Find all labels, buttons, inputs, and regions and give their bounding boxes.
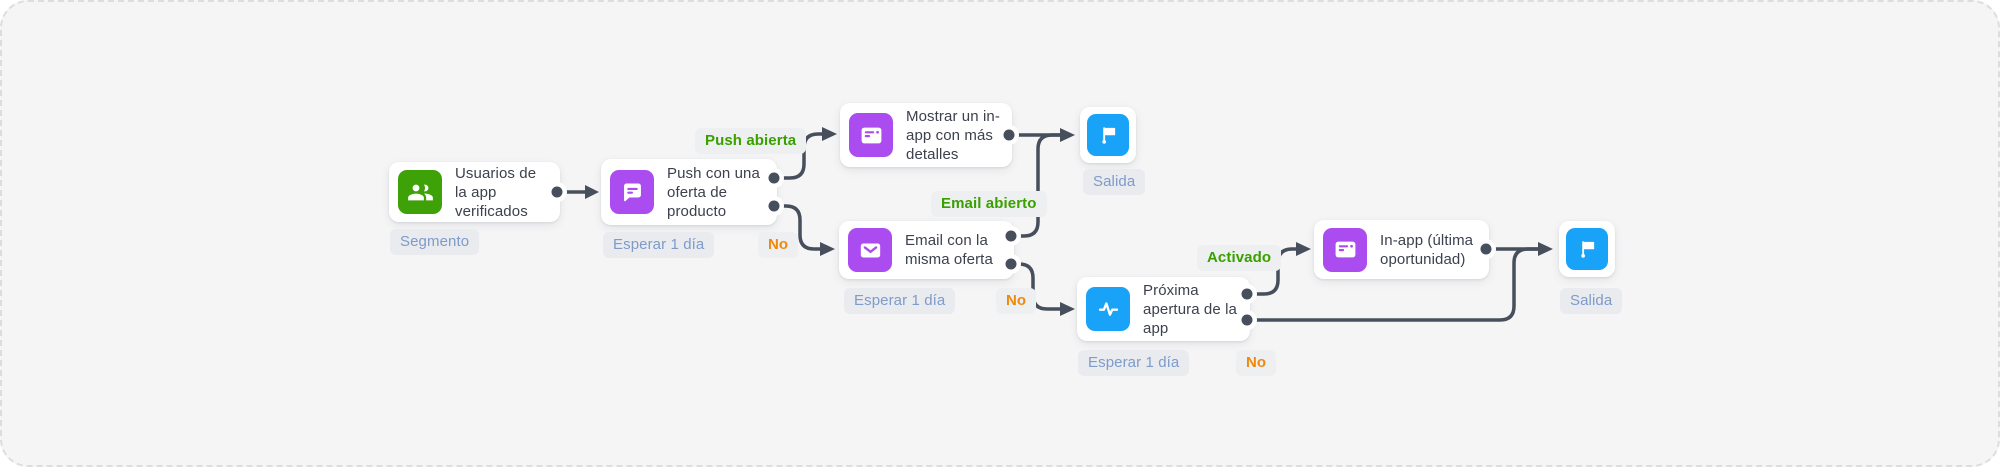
tag-push-wait: Esperar 1 día: [603, 232, 715, 258]
node-app-open[interactable]: Próxima apertura de la app: [1077, 277, 1250, 341]
node-exit-bottom[interactable]: [1559, 221, 1615, 277]
node-push[interactable]: Push con una oferta de producto: [601, 159, 777, 225]
arrowhead: [1538, 242, 1553, 256]
arrowhead: [1060, 128, 1075, 142]
chat-bubble-icon: [610, 170, 654, 214]
label-email-no: No: [996, 288, 1037, 314]
node-title: Mostrar un in-app con más detalles: [906, 107, 1000, 163]
node-title: Push con una oferta de producto: [667, 164, 760, 220]
flag-icon: [1087, 114, 1129, 156]
edge-email-yes-to-exit-top: [1009, 133, 1062, 238]
envelope-icon: [848, 228, 892, 272]
label-email-opened: Email abierto: [931, 191, 1047, 217]
tag-exit-bottom: Salida: [1560, 288, 1623, 314]
node-inapp-details[interactable]: Mostrar un in-app con más detalles: [840, 103, 1012, 167]
users-icon: [398, 170, 442, 214]
arrowhead: [585, 185, 599, 199]
arrowhead: [822, 127, 837, 141]
node-title: In-app (última oportunidad): [1380, 231, 1474, 268]
node-title: Email con la misma oferta: [905, 232, 993, 268]
label-push-no: No: [758, 232, 799, 258]
node-inapp-last[interactable]: In-app (última oportunidad): [1314, 220, 1489, 279]
in-app-card-icon: [849, 113, 893, 157]
tag-email-wait: Esperar 1 día: [844, 288, 956, 314]
tag-segment: Segmento: [390, 229, 480, 255]
node-email[interactable]: Email con la misma oferta: [839, 221, 1014, 279]
label-activated: Activado: [1197, 245, 1282, 271]
activity-pulse-icon: [1086, 287, 1130, 331]
label-push-opened: Push abierta: [695, 128, 807, 154]
in-app-card-icon: [1323, 227, 1367, 272]
arrowhead: [820, 242, 835, 256]
flag-icon: [1566, 228, 1608, 270]
tag-appopen-wait: Esperar 1 día: [1078, 350, 1190, 376]
arrowhead: [1060, 302, 1075, 316]
arrowhead: [1296, 242, 1311, 256]
node-title: Próxima apertura de la app: [1143, 281, 1237, 337]
node-exit-top[interactable]: [1080, 107, 1136, 163]
node-title: Usuarios de la app verificados: [455, 164, 537, 220]
tag-exit-top: Salida: [1083, 169, 1146, 195]
node-segment[interactable]: Usuarios de la app verificados: [389, 162, 560, 222]
label-appopen-no: No: [1236, 350, 1277, 376]
